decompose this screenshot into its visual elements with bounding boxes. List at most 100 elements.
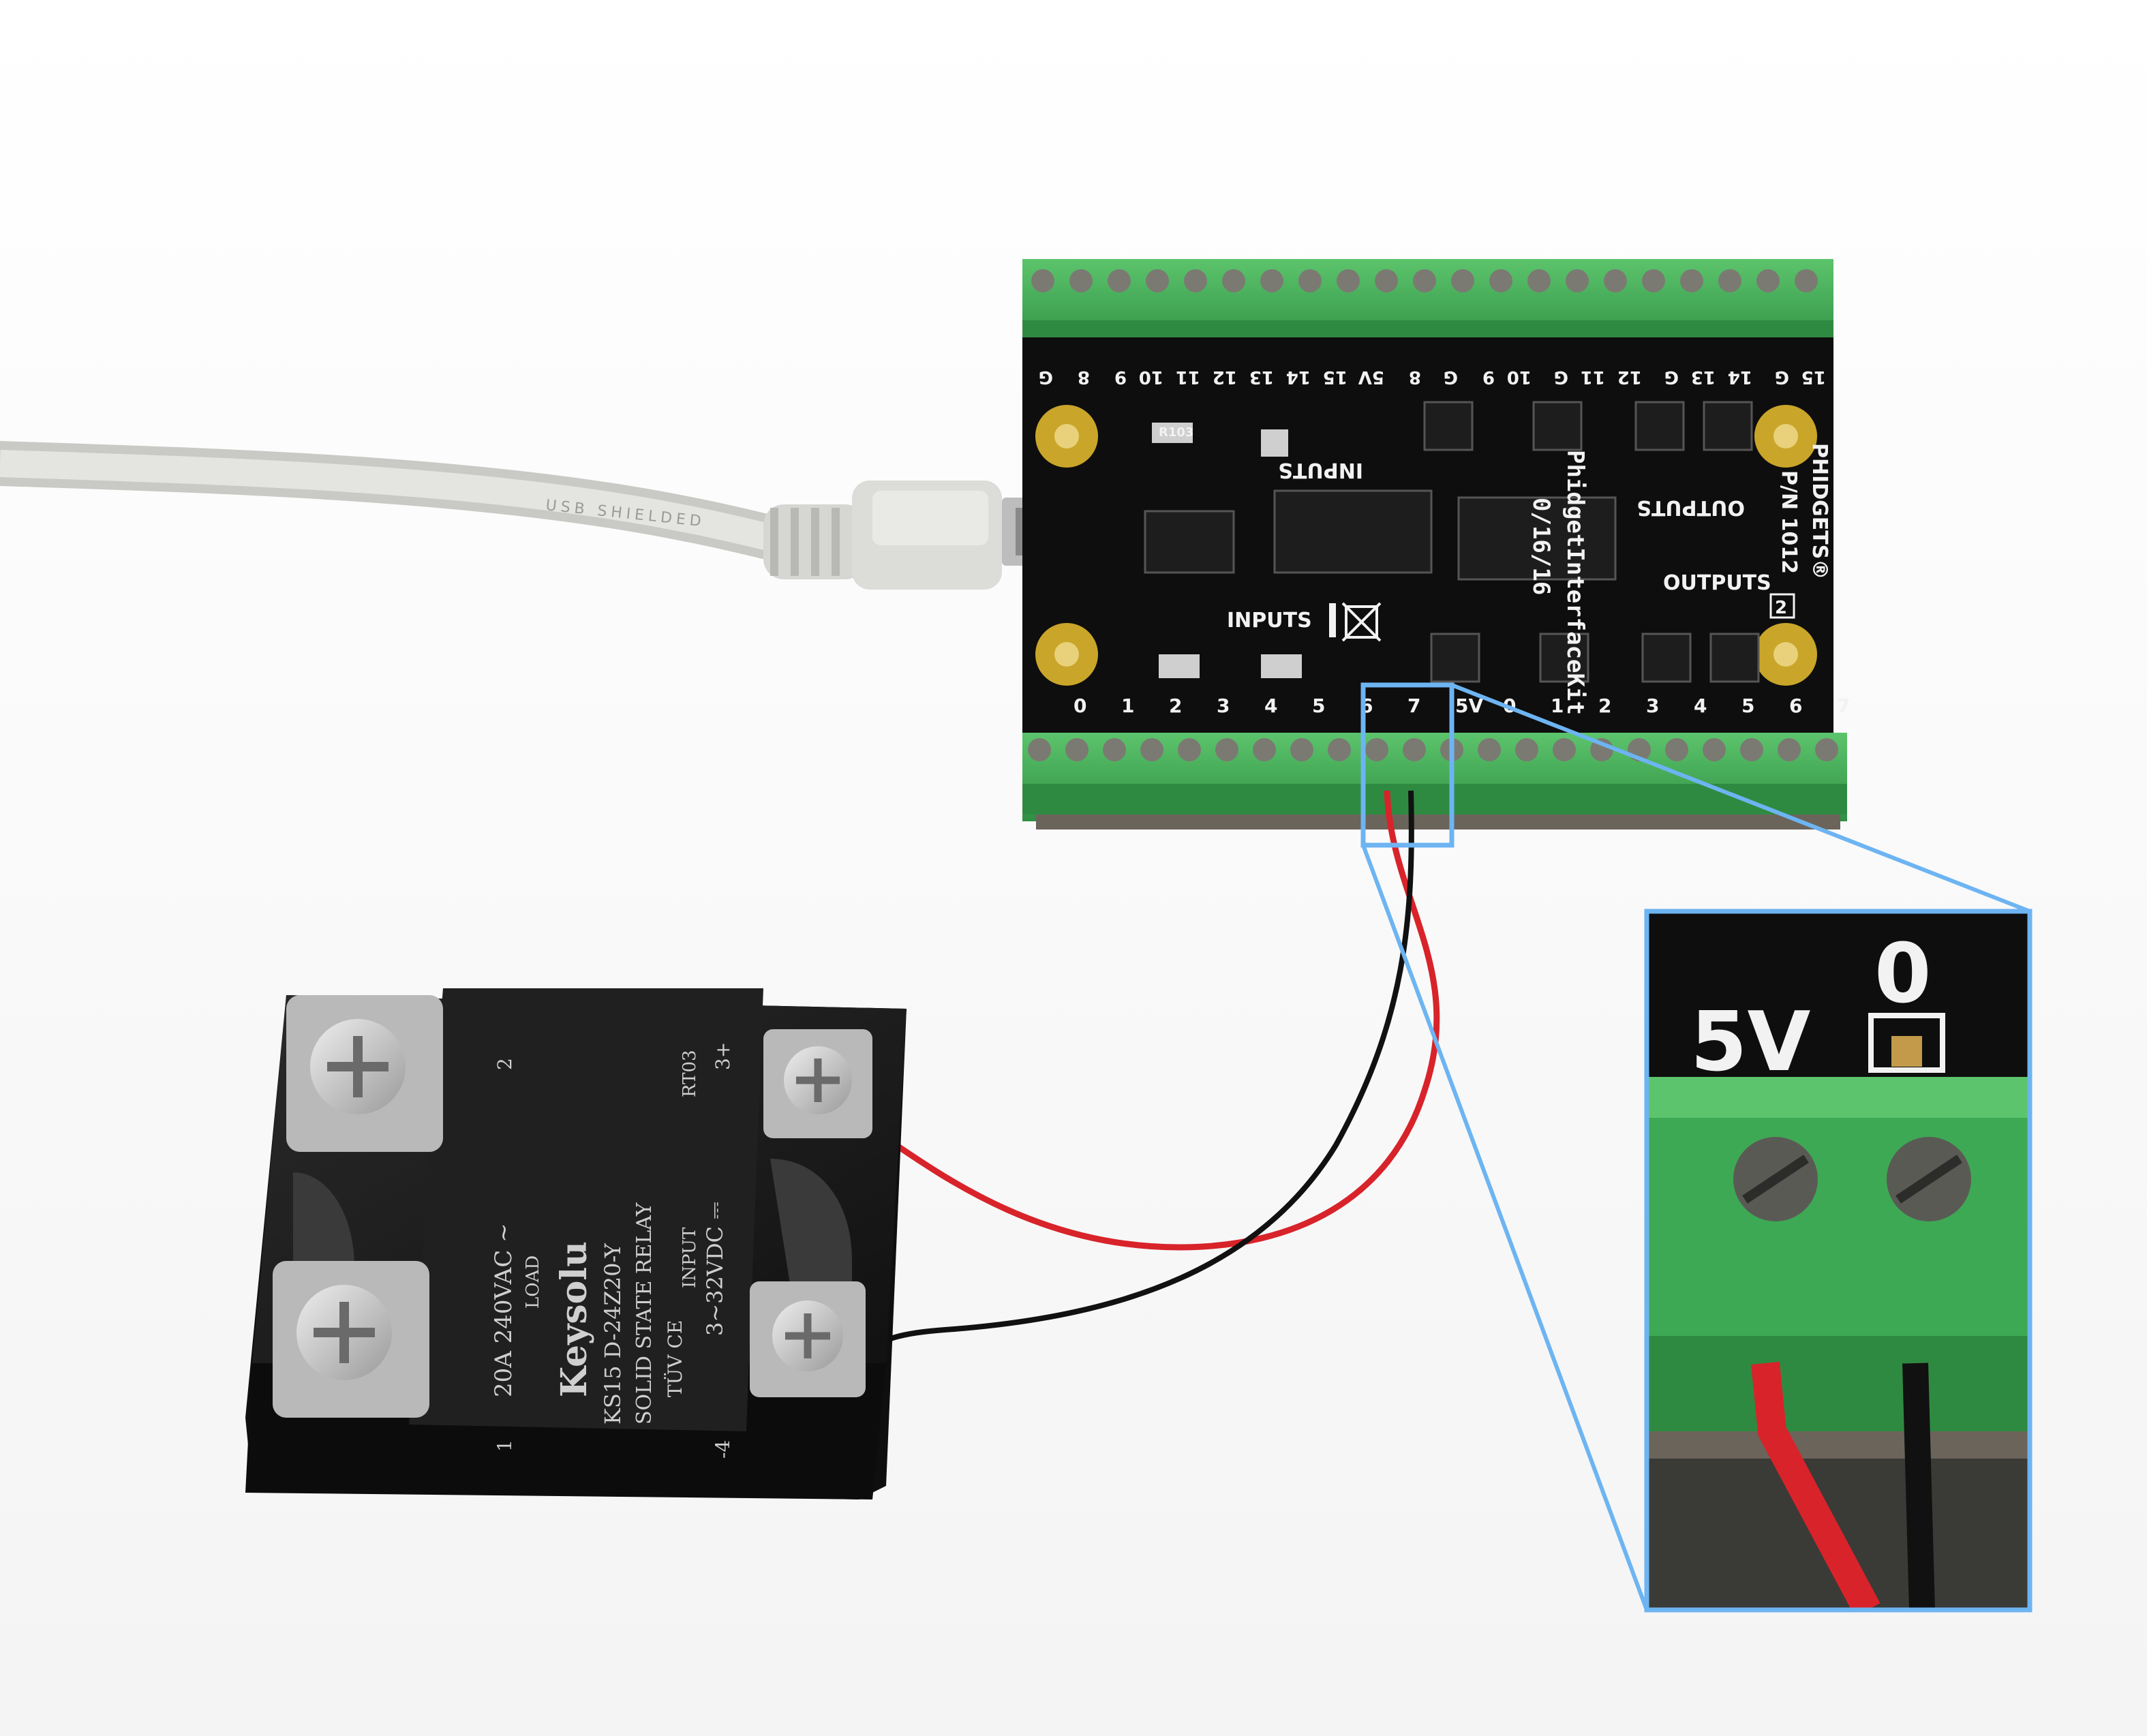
terminal-screw: [1527, 269, 1551, 292]
product-name: PhidgetInterfaceKit: [1562, 450, 1589, 715]
terminal-screw: [1184, 269, 1207, 292]
relay-load-label: LOAD: [523, 1255, 543, 1309]
terminal-screw: [1553, 738, 1576, 761]
zoom-connector-top: [1450, 683, 2031, 913]
relay-terminal-1: [286, 995, 443, 1152]
resistor-marking: R103: [1159, 425, 1193, 440]
bottom-pin-label: 4: [1694, 695, 1707, 717]
zoom-panel: 5V 0: [1647, 911, 2030, 1610]
revision-label: 2: [1775, 598, 1787, 618]
relay-certification: TÜV CE: [663, 1320, 686, 1397]
terminal-screw: [1403, 738, 1426, 761]
top-pin-label: G: [1039, 367, 1053, 387]
top-pin-label: 11: [1176, 367, 1200, 387]
terminal-screw: [1028, 738, 1051, 761]
terminal-screw: [1665, 738, 1688, 761]
terminal-screw: [1756, 269, 1780, 292]
terminal-screw: [1337, 269, 1360, 292]
top-pin-label: 12: [1617, 367, 1642, 387]
terminal-screw: [1566, 269, 1589, 292]
top-pin-label: 13: [1249, 367, 1274, 387]
zoom-panel-frame: [1644, 909, 2032, 1613]
relay-model: KS15 D-24Z20-Y: [600, 1243, 626, 1425]
terminal-screw: [1178, 738, 1201, 761]
terminal-screw: [1680, 269, 1703, 292]
terminal-screw: [1365, 738, 1388, 761]
terminal-screw: [1778, 738, 1801, 761]
bottom-pin-label: 3: [1646, 695, 1659, 717]
terminal-screw: [1740, 738, 1763, 761]
terminal-screw: [1451, 269, 1474, 292]
outputs-label-top: OUTPUTS: [1636, 496, 1745, 519]
terminal-screw: [1703, 738, 1726, 761]
terminal-screw: [1222, 269, 1245, 292]
terminal-screw: [1069, 269, 1093, 292]
zoom-source-box: [1360, 682, 1455, 848]
solid-state-relay: 20A 240VAC ~ LOAD Keysolu KS15 D-24Z20-Y…: [245, 988, 907, 1499]
relay-input-rating: 3~32VDC ⎓: [702, 1202, 728, 1336]
inputs-label-bottom: INPUTS: [1227, 609, 1312, 633]
bottom-pin-label: 5: [1741, 695, 1754, 717]
relay-terminal-2: [273, 1261, 429, 1418]
bottom-pin-label: 4: [1264, 695, 1277, 717]
bottom-pin-label: 6: [1789, 695, 1802, 717]
top-pin-label: 14: [1728, 367, 1752, 387]
top-terminal-block: [1022, 259, 1833, 351]
usb-strain-relief: [763, 504, 866, 579]
terminal-screw: [1290, 738, 1313, 761]
terminal-screw: [1489, 269, 1512, 292]
relay-terminal-2-label: 2: [493, 1058, 516, 1070]
terminal-screw: [1031, 269, 1054, 292]
terminal-screw: [1413, 269, 1436, 292]
relay-code: RT03: [680, 1050, 700, 1097]
terminal-screw: [1795, 269, 1818, 292]
zoom-connector-bottom: [1361, 844, 1649, 1611]
terminal-screw: [1065, 738, 1088, 761]
terminal-screw: [1328, 738, 1351, 761]
bottom-pin-label: 2: [1598, 695, 1611, 717]
top-pin-label: 13: [1691, 367, 1716, 387]
relay-input-label: INPUT: [680, 1227, 700, 1288]
top-pin-label: 8: [1078, 367, 1090, 387]
top-pin-label: G: [1775, 367, 1789, 387]
bottom-pin-label: 3: [1217, 695, 1230, 717]
relay-terminal-3: [763, 1029, 872, 1138]
terminal-screw: [1215, 738, 1238, 761]
top-pin-label: 8: [1409, 367, 1421, 387]
terminal-screw: [1140, 738, 1163, 761]
bottom-terminal-block: [1022, 733, 1847, 829]
terminal-screw: [1642, 269, 1665, 292]
terminal-screw: [1103, 738, 1126, 761]
terminal-screw: [1515, 738, 1538, 761]
terminal-screw: [1298, 269, 1322, 292]
zoom-label-0: 0: [1874, 927, 1932, 1022]
terminal-screw: [1108, 269, 1131, 292]
weee-bin-icon: [1329, 602, 1382, 642]
bottom-pin-label: 1: [1551, 695, 1564, 717]
terminal-screw: [1718, 269, 1741, 292]
bottom-pin-label: 7: [1837, 695, 1850, 717]
relay-terminal-4-label: -4: [712, 1440, 734, 1459]
brand-label: PHIDGETS®: [1808, 443, 1831, 579]
terminal-screw: [1815, 738, 1838, 761]
interface-kit-board: R103 INPUTS INPUTS OUTPUTS OUTPUTS Phidg…: [1022, 259, 1850, 829]
terminal-screw: [1253, 738, 1276, 761]
relay-load-rating: 20A 240VAC ~: [490, 1223, 517, 1397]
relay-terminal-1-label: 1: [493, 1440, 516, 1452]
top-pin-label: 10: [1139, 367, 1163, 387]
terminal-screw: [1604, 269, 1627, 292]
top-pin-label: 12: [1213, 367, 1237, 387]
top-pin-label: 14: [1286, 367, 1311, 387]
bottom-pin-label: 5V: [1455, 695, 1483, 717]
terminal-screw: [1146, 269, 1169, 292]
terminal-screw: [1260, 269, 1283, 292]
zoom-callout: 5V 0: [1360, 682, 2032, 1613]
top-pin-label: 15: [1323, 367, 1347, 387]
top-pin-label: G: [1444, 367, 1458, 387]
mounting-holes: [1035, 405, 1817, 686]
top-pin-label: 9: [1482, 367, 1495, 387]
top-pin-label: 10: [1507, 367, 1532, 387]
relay-type: SOLID STATE RELAY: [633, 1202, 656, 1425]
relay-terminal-3-label: 3+: [712, 1042, 734, 1070]
